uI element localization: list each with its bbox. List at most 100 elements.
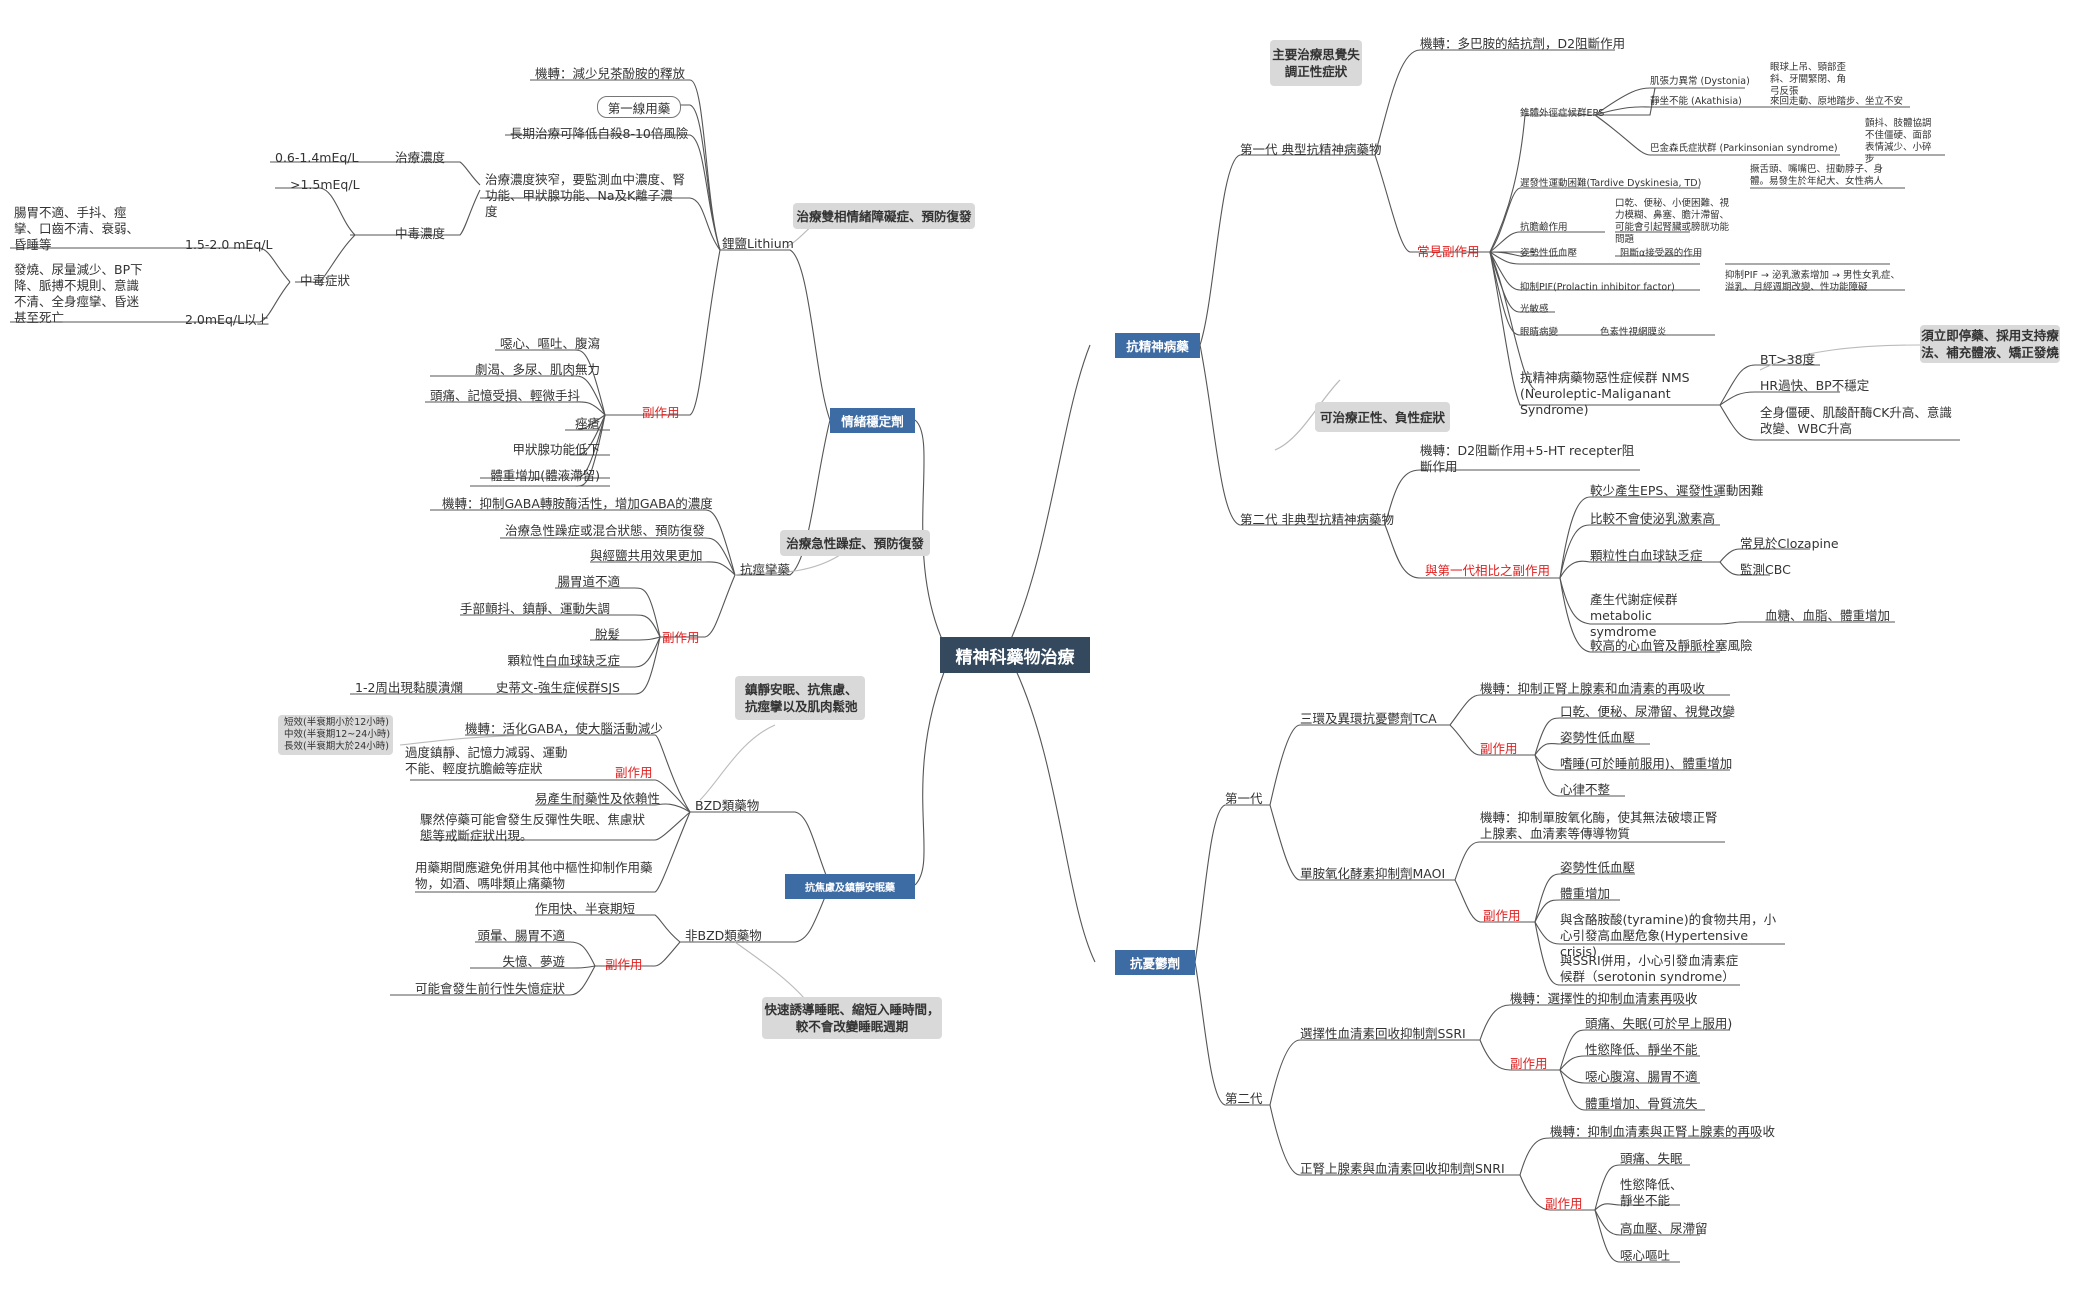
ap-gen2-mechanism: 機轉：D2阻斷作用+5-HT recepter阻斷作用 xyxy=(1420,443,1635,474)
bzd-se-desc: 過度鎮靜、記憶力減弱、運動不能、輕度抗膽鹼等症狀 xyxy=(405,745,568,776)
eps-dystonia-desc: 眼球上吊、頸部歪斜、牙關緊閉、角弓反張 xyxy=(1770,62,1847,97)
anticonvulsant-se-item: 腸胃道不適 xyxy=(557,574,620,589)
lithium-toxic-2-desc: 發燒、尿量減少、BP下降、脈搏不規則、意識不清、全身痙攣、昏迷甚至死亡 xyxy=(14,262,143,325)
nms-item: 全身僵硬、肌酸酐酶CK升高、意識改變、WBC升高 xyxy=(1760,405,1952,436)
eps-akathisia: 靜坐不能 (Akathisia) xyxy=(1650,96,1742,107)
eps-parkinson: 巴金森氏症狀群 (Parkinsonian syndrome) xyxy=(1650,143,1838,154)
ap-gen2-label: 第二代 非典型抗精神病藥物 xyxy=(1240,512,1394,527)
nonbzd-se-item: 失憶、夢遊 xyxy=(502,954,565,969)
lithium-toxic-value: >1.5mEq/L xyxy=(290,177,360,192)
lithium-se-item: 痤瘡 xyxy=(574,416,600,431)
ap-gen1-se-label: 常見副作用 xyxy=(1417,244,1480,259)
bzd-half-life-note: 短效(半衰期小於12小時) 中效(半衰期12~24小時) 長效(半衰期大於24小… xyxy=(278,715,393,755)
ap-gen1-note: 主要治療思覺失調正性症狀 xyxy=(1270,40,1362,86)
ap-gen2-note: 可治療正性、負性症狀 xyxy=(1315,402,1450,432)
tca-se-label: 副作用 xyxy=(1480,741,1518,756)
ap-gen2-item: 顆粒性白血球缺乏症 xyxy=(1590,548,1703,563)
lithium-se-item: 甲狀腺功能低下 xyxy=(512,442,600,457)
eps-dystonia: 肌張力異常 (Dystonia) xyxy=(1650,76,1750,87)
anticholinergic-label: 抗膽鹼作用 xyxy=(1520,222,1568,233)
lithium-monitor: 治療濃度狹窄，要監測血中濃度、腎功能、甲狀腺功能、Na及K離子濃度 xyxy=(485,172,686,219)
branch-mood-stabilizer: 情緒穩定劑 xyxy=(830,408,915,433)
lithium-suicide: 長期治療可降低自殺8-10倍風險 xyxy=(510,126,689,141)
tca-se-item: 口乾、便秘、尿滯留、視覺改變 xyxy=(1560,704,1736,719)
snri-se-label: 副作用 xyxy=(1545,1196,1583,1211)
bzd-se-label: 副作用 xyxy=(615,765,653,780)
lithium-label: 鋰鹽Lithium xyxy=(722,236,794,251)
bzd-note: 鎮靜安眠、抗焦慮、抗痙攣以及肌肉鬆弛 xyxy=(735,676,865,720)
lithium-toxic-symptoms: 中毒症狀 xyxy=(300,273,351,288)
tca-label: 三環及異環抗憂鬱劑TCA xyxy=(1300,711,1437,726)
bzd-dependence: 易產生耐藥性及依賴性 xyxy=(535,791,661,806)
agranulocytosis-sub: 常見於Clozapine xyxy=(1740,536,1839,551)
pif-desc: 抑制PIF → 泌乳激素增加 → 男性女乳症、溢乳、月經週期改變、性功能障礙 xyxy=(1725,270,1900,293)
lithium-therapeutic: 治療濃度 xyxy=(395,150,446,165)
tca-se-item: 姿勢性低血壓 xyxy=(1560,730,1636,745)
first-line-badge: 第一線用藥 xyxy=(597,96,681,118)
anticonvulsant-se-label: 副作用 xyxy=(662,630,700,645)
nonbzd-se-label: 副作用 xyxy=(605,957,643,972)
anticonvulsant-use: 與經鹽共用效果更加 xyxy=(590,548,703,563)
td-label: 遲發性運動困難(Tardive Dyskinesia, TD) xyxy=(1520,178,1702,189)
bzd-caution: 用藥期間應避免併用其他中樞性抑制作用藥物，如酒、嗎啡類止痛藥物 xyxy=(415,860,653,891)
anticonvulsant-se-item: 脫髮 xyxy=(594,627,620,642)
lithium-note: 治療雙相情緒障礙症、預防復發 xyxy=(793,203,975,229)
ap-gen2-item: 較高的心血管及靜脈栓塞風險 xyxy=(1590,638,1753,653)
lithium-se-label: 副作用 xyxy=(642,405,680,420)
ssri-se-item: 性慾降低、靜坐不能 xyxy=(1585,1042,1698,1057)
anticonvulsant-note: 治療急性躁症、預防復發 xyxy=(780,530,930,556)
nonbzd-note: 快速誘導睡眠、縮短入睡時間，較不會改變睡眠週期 xyxy=(762,997,942,1039)
retina-label: 眼睛病變 xyxy=(1520,327,1559,338)
lithium-toxic: 中毒濃度 xyxy=(395,226,446,241)
nms-item: HR過快、BP不穩定 xyxy=(1760,378,1870,393)
nonbzd-onset: 作用快、半衰期短 xyxy=(535,901,636,916)
lithium-se-item: 頭痛、記憶受損、輕微手抖 xyxy=(429,388,580,403)
maoi-mechanism: 機轉：抑制單胺氧化酶，使其無法破壞正腎上腺素、血清素等傳導物質 xyxy=(1480,810,1718,841)
ap-gen2-item: 較少產生EPS、遲發性運動困難 xyxy=(1590,483,1764,498)
branch-antipsychotic: 抗精神病藥 xyxy=(1115,333,1200,358)
lithium-therapeutic-value: 0.6-1.4mEq/L xyxy=(275,150,359,165)
snri-se-item: 噁心嘔吐 xyxy=(1620,1248,1671,1263)
ap-gen2-se-label: 與第一代相比之副作用 xyxy=(1425,563,1551,578)
nonbzd-se-item: 可能會發生前行性失憶症狀 xyxy=(414,981,565,996)
bzd-withdrawal: 驟然停藥可能會發生反彈性失眠、焦慮狀態等戒斷症狀出現。 xyxy=(420,812,646,843)
ad-gen2: 第二代 xyxy=(1225,1091,1263,1106)
anticonvulsant-use: 治療急性躁症或混合狀態、預防復發 xyxy=(505,523,706,538)
eps-parkinson-desc: 顫抖、肢體協調不佳僵硬、面部表情減少、小碎步 xyxy=(1865,118,1932,165)
tca-mechanism: 機轉：抑制正腎上腺素和血清素的再吸收 xyxy=(1480,681,1706,696)
anticholinergic-desc: 口乾、便秘、小便困難、視力模糊、鼻塞、膽汁滯留、可能會引起腎臟或膀胱功能問題 xyxy=(1615,198,1730,245)
metabolic-sub: 血糖、血脂、體重增加 xyxy=(1765,608,1891,623)
nonbzd-label: 非BZD類藥物 xyxy=(685,928,762,943)
ap-gen1-label: 第一代 典型抗精神病藥物 xyxy=(1240,142,1382,157)
ssri-se-item: 頭痛、失眠(可於早上服用) xyxy=(1585,1016,1733,1031)
bzd-label: BZD類藥物 xyxy=(695,798,760,813)
anticonvulsant-se-item: 手部顫抖、鎮靜、運動失調 xyxy=(459,601,610,616)
pif-label: 抑制PIF(Prolactin inhibitor factor) xyxy=(1520,282,1675,293)
ssri-se-item: 噁心腹瀉、腸胃不適 xyxy=(1585,1069,1698,1084)
lithium-se-item: 劇渴、多尿、肌肉無力 xyxy=(474,362,600,377)
maoi-se-label: 副作用 xyxy=(1483,908,1521,923)
td-desc: 撅舌頭、嘴嘴巴、扭動脖子、身體。易發生於年紀大、女性病人 xyxy=(1750,164,1884,187)
hypotension-desc: 阻斷α接受器的作用 xyxy=(1620,248,1703,259)
eps-akathisia-desc: 來回走動、原地踏步、坐立不安 xyxy=(1770,96,1904,107)
photosensitive-label: 光敏感 xyxy=(1520,304,1549,315)
ad-gen1: 第一代 xyxy=(1225,791,1263,806)
branch-anxiolytic: 抗焦慮及鎮靜安眠藥 xyxy=(785,874,915,899)
bzd-mechanism: 機轉：活化GABA，使大腦活動減少 xyxy=(465,721,663,736)
anticonvulsant-label: 抗痙攣藥 xyxy=(740,562,791,577)
nms-label: 抗精神病藥物惡性症候群 NMS (Neuroleptic-Maliganant … xyxy=(1520,370,1690,417)
lithium-mechanism: 機轉：減少兒茶酚胺的釋放 xyxy=(535,66,686,81)
snri-se-item: 性慾降低、靜坐不能 xyxy=(1620,1177,1683,1208)
ssri-se-label: 副作用 xyxy=(1510,1056,1548,1071)
nonbzd-se-item: 頭暈、腸胃不適 xyxy=(477,928,565,943)
central-topic: 精神科藥物治療 xyxy=(940,637,1090,673)
maoi-se-item: 與SSRI併用，小心引發血清素症候群（serotonin syndrome） xyxy=(1560,953,1739,984)
tca-se-item: 嗜睡(可於睡前服用)、體重增加 xyxy=(1560,756,1733,771)
anticonvulsant-se-item: 顆粒性白血球缺乏症 xyxy=(507,653,620,668)
maoi-label: 單胺氧化酵素抑制劑MAOI xyxy=(1300,866,1446,881)
ssri-label: 選擇性血清素回收抑制劑SSRI xyxy=(1300,1026,1466,1041)
nms-note: 須立即停藥、採用支持療法、補充體液、矯正發燒 xyxy=(1920,325,2060,363)
nms-item: BT>38度 xyxy=(1760,352,1816,367)
maoi-se-item: 體重增加 xyxy=(1560,886,1611,901)
